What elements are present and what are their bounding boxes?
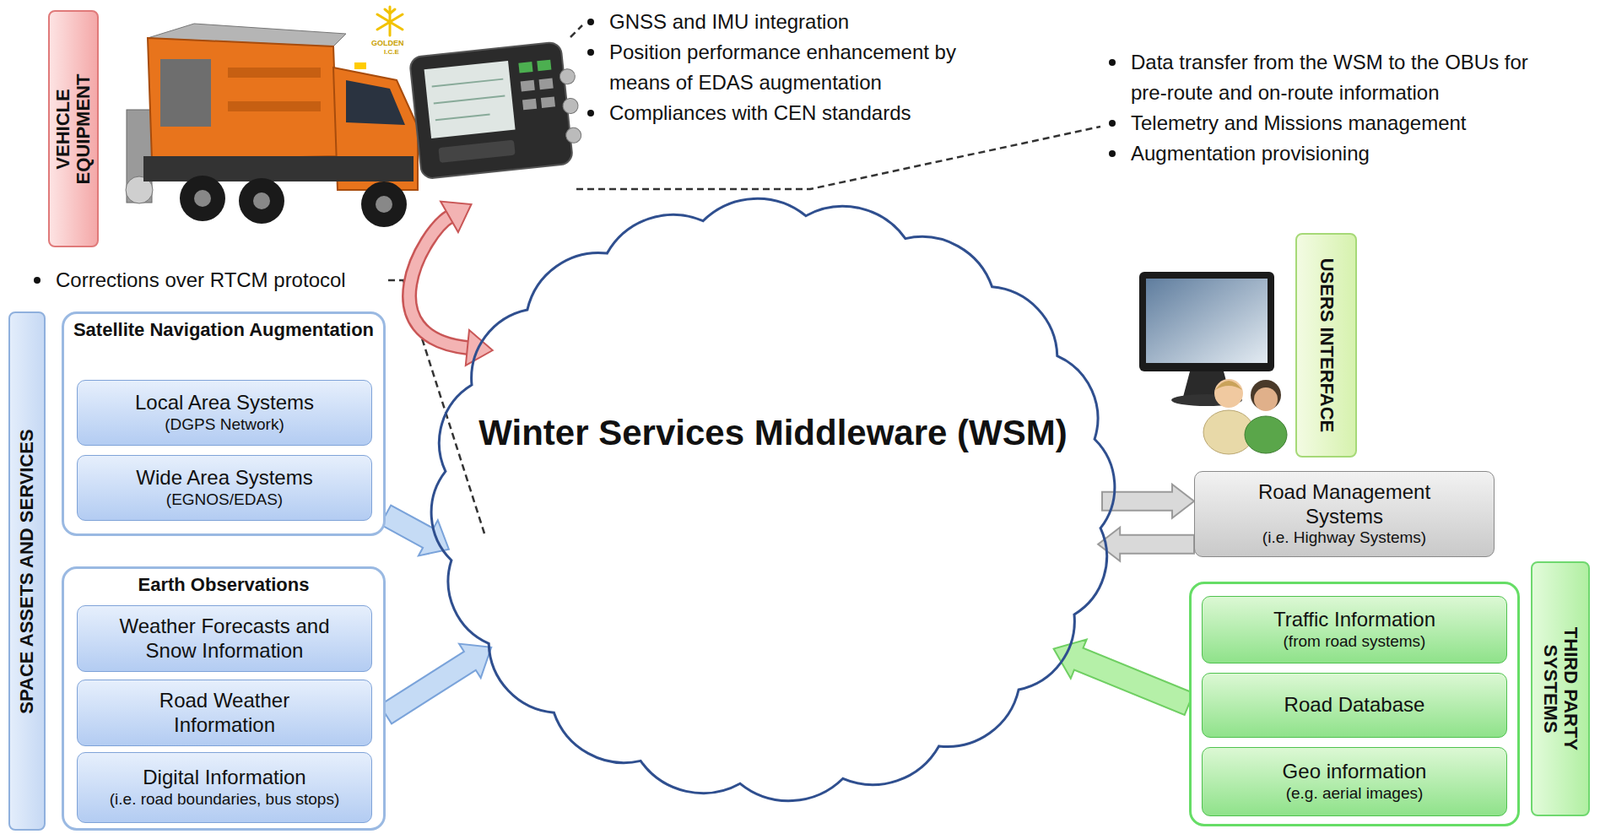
box-subtitle: (i.e. road boundaries, bus stops) — [109, 789, 341, 810]
on-board-unit — [409, 40, 584, 179]
golden-ice-logo — [377, 6, 403, 36]
bullet-text: GNSS and IMU integration — [609, 6, 849, 38]
bullet-item: Augmentation provisioning — [1108, 138, 1569, 169]
logo-text: I.C.E — [383, 48, 400, 56]
gritter-truck — [125, 23, 418, 228]
bullet-text: Position performance enhancement by mean… — [609, 37, 968, 98]
bullet-item: Telemetry and Missions management — [1108, 108, 1569, 139]
bullet-text: Augmentation provisioning — [1130, 138, 1370, 169]
bullet-dot — [33, 276, 41, 284]
third-party-box: Road Database — [1201, 672, 1508, 738]
side-band: VEHICLE EQUIPMENT — [48, 10, 99, 248]
leader-lines — [388, 25, 1101, 534]
logo-text: GOLDEN — [371, 39, 405, 48]
bullet-dot — [587, 18, 595, 26]
system-box: Road Management Systems(i.e. Highway Sys… — [1194, 470, 1495, 557]
arrow-head — [440, 201, 471, 233]
bullet-list: Corrections over RTCM protocol — [33, 264, 406, 296]
group-heading: Earth Observations — [138, 573, 310, 596]
block-arrow — [379, 643, 492, 725]
bullet-dot — [1108, 150, 1116, 157]
bullet-item: Compliances with CEN standards — [587, 97, 968, 129]
box-title: Wide Area Systems — [135, 465, 313, 491]
connector-arrow — [1054, 639, 1195, 716]
group-heading: Satellite Navigation Augmentation — [73, 318, 374, 341]
bullet-text: Compliances with CEN standards — [609, 97, 911, 129]
box-subtitle: (EGNOS/EDAS) — [166, 490, 283, 510]
service-group: Earth ObservationsWeather Forecasts and … — [61, 566, 386, 831]
space-assets-group: SPACE ASSETS AND SERVICES Satellite Navig… — [8, 311, 386, 831]
service-box: Weather Forecasts and Snow Information — [76, 605, 373, 672]
connector-arrow — [379, 643, 492, 725]
block-arrow — [380, 505, 449, 557]
bullet-dot — [1108, 119, 1116, 127]
side-band: USERS INTERFACE — [1295, 232, 1357, 458]
box-title: Traffic Information — [1273, 607, 1436, 633]
box-title: Geo information — [1282, 759, 1428, 784]
bullet-list: Data transfer from the WSM to the OBUs f… — [1108, 47, 1569, 169]
side-band: THIRD PARTY SYSTEMS — [1530, 561, 1590, 817]
service-box: Local Area Systems(DGPS Network) — [76, 379, 373, 446]
third-party-box: Traffic Information(from road systems) — [1201, 595, 1508, 664]
connector-arrow — [409, 201, 493, 366]
bullet-dot — [587, 109, 595, 117]
band-title: USERS INTERFACE — [1315, 241, 1336, 449]
curved-arrow-edge — [409, 216, 470, 348]
middleware-cloud: Winter Services Middleware (WSM) — [423, 194, 1123, 806]
bullet-item: GNSS and IMU integration — [587, 6, 968, 38]
band-title: THIRD PARTY SYSTEMS — [1540, 608, 1581, 769]
connector-arrow — [1097, 527, 1195, 562]
box-subtitle: (i.e. Highway Systems) — [1262, 528, 1427, 548]
monitor-users — [1139, 271, 1287, 455]
box-title: Digital Information — [142, 765, 306, 790]
cloud-outline — [423, 194, 1123, 806]
service-group: Satellite Navigation AugmentationLocal A… — [61, 311, 386, 536]
box-subtitle: (DGPS Network) — [164, 415, 284, 435]
bullet-item: Position performance enhancement by mean… — [587, 37, 968, 98]
bullet-list: GNSS and IMU integrationPosition perform… — [587, 6, 968, 129]
service-box: Road Weather Information — [76, 679, 373, 746]
curved-arrow-body — [409, 216, 470, 348]
bullet-text: Data transfer from the WSM to the OBUs f… — [1130, 47, 1569, 109]
box-subtitle: (from road systems) — [1283, 632, 1427, 652]
middleware-title: Winter Services Middleware (WSM) — [478, 411, 1067, 455]
bullet-item: Corrections over RTCM protocol — [33, 264, 406, 296]
band-title: SPACE ASSETS AND SERVICES — [16, 335, 38, 808]
service-box: Digital Information(i.e. road boundaries… — [76, 751, 373, 823]
box-title: Local Area Systems — [135, 390, 314, 416]
band-title: VEHICLE EQUIPMENT — [53, 57, 94, 201]
bullet-text: Telemetry and Missions management — [1130, 108, 1467, 139]
box-title: Weather Forecasts and Snow Information — [97, 614, 352, 664]
bullet-dot — [1108, 59, 1116, 66]
box-title: Road Management Systems — [1226, 480, 1463, 530]
box-title: Road Database — [1284, 692, 1426, 718]
cloud-path — [431, 198, 1115, 800]
block-arrow — [1097, 527, 1195, 562]
third-party-group: THIRD PARTY SYSTEMSTraffic Information(f… — [1189, 581, 1520, 827]
box-title: Road Weather Information — [123, 688, 326, 738]
vehicle-group: VEHICLE EQUIPMENT — [48, 10, 591, 205]
bullet-item: Data transfer from the WSM to the OBUs f… — [1108, 47, 1569, 109]
bullet-text: Corrections over RTCM protocol — [55, 264, 346, 296]
side-band: SPACE ASSETS AND SERVICES — [8, 311, 46, 831]
third-party-box: Geo information(e.g. aerial images) — [1201, 746, 1508, 817]
block-arrow — [1054, 639, 1195, 716]
service-box: Wide Area Systems(EGNOS/EDAS) — [76, 454, 373, 521]
bullet-dot — [587, 48, 595, 56]
connector-arrow — [380, 505, 449, 557]
box-subtitle: (e.g. aerial images) — [1286, 783, 1424, 804]
